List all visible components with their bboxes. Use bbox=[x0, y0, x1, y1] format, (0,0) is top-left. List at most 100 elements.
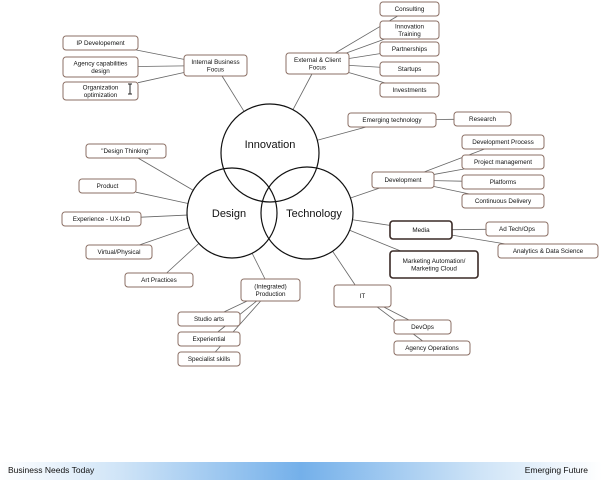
box-label-integrated-production: Production bbox=[255, 291, 286, 298]
connector-external-client-focus-startups bbox=[348, 64, 381, 68]
box-label-agency-operations: Agency Operations bbox=[405, 345, 459, 352]
connector-internal-business-focus-agency-capabilities-design bbox=[137, 65, 185, 67]
box-label-specialist-skills: Specialist skills bbox=[188, 356, 230, 363]
footer-left-label: Business Needs Today bbox=[8, 465, 95, 475]
box-consulting: Consulting bbox=[379, 1, 440, 17]
connector-development-project-management bbox=[433, 168, 465, 175]
box-label-innovation-training: Innovation bbox=[395, 23, 425, 30]
box-label-innovation-training: Training bbox=[398, 31, 421, 38]
circle-technology: Technology bbox=[260, 166, 354, 260]
box-development-process: Development Process bbox=[461, 134, 545, 150]
box-product: Product bbox=[78, 178, 137, 194]
box-label-ip-development: IP Developement bbox=[76, 40, 124, 47]
box-devops: DevOps bbox=[393, 319, 452, 335]
box-design-thinking: "Design Thinking" bbox=[85, 143, 167, 159]
box-label-development: Development bbox=[384, 177, 421, 184]
box-agency-operations: Agency Operations bbox=[393, 340, 471, 356]
box-research: Research bbox=[453, 111, 512, 127]
box-label-integrated-production: (Integrated) bbox=[254, 283, 287, 290]
box-label-it: IT bbox=[360, 293, 366, 300]
box-label-internal-business-focus: Internal Business bbox=[191, 59, 239, 66]
box-ad-tech-ops: Ad Tech/Ops bbox=[485, 221, 549, 237]
connector-art-practices-design bbox=[166, 243, 200, 274]
connector-marketing-automation-technology bbox=[349, 229, 401, 252]
connector-it-devops bbox=[383, 306, 410, 321]
box-label-emerging-technology: Emerging technology bbox=[362, 117, 422, 124]
connector-development-technology bbox=[350, 187, 380, 199]
connector-media-analytics-data-science bbox=[451, 234, 506, 245]
connector-external-client-focus-innovation bbox=[292, 73, 313, 110]
footer-right-label: Emerging Future bbox=[524, 465, 588, 475]
box-label-product: Product bbox=[97, 183, 119, 190]
connector-experience-ux-ixd-design bbox=[140, 214, 188, 218]
box-development: Development bbox=[371, 171, 435, 189]
box-label-internal-business-focus: Focus bbox=[207, 66, 224, 73]
connector-product-design bbox=[135, 191, 189, 204]
box-label-media: Media bbox=[412, 227, 430, 234]
box-label-devops: DevOps bbox=[411, 324, 434, 331]
box-specialist-skills: Specialist skills bbox=[177, 351, 241, 367]
box-investments: Investments bbox=[379, 82, 440, 98]
box-label-experiential: Experiential bbox=[193, 336, 226, 343]
box-label-art-practices: Art Practices bbox=[141, 277, 177, 284]
connector-development-development-process bbox=[423, 148, 485, 173]
box-label-investments: Investments bbox=[393, 87, 427, 94]
box-it: IT bbox=[333, 284, 392, 308]
footer-gradient-bar bbox=[0, 462, 602, 480]
box-label-studio-arts: Studio arts bbox=[194, 316, 224, 323]
box-integrated-production: (Integrated)Production bbox=[240, 278, 301, 302]
box-label-marketing-automation: Marketing Automation/ bbox=[403, 258, 466, 265]
box-emerging-technology: Emerging technology bbox=[347, 112, 437, 128]
connector-development-platforms bbox=[433, 180, 463, 182]
connector-it-technology bbox=[332, 251, 356, 286]
box-platforms: Platforms bbox=[461, 174, 545, 190]
box-label-virtual-physical: Virtual/Physical bbox=[98, 249, 141, 256]
box-label-research: Research bbox=[469, 116, 496, 123]
connector-emerging-technology-innovation bbox=[317, 126, 367, 141]
box-label-marketing-automation: Marketing Cloud bbox=[411, 265, 457, 272]
circle-innovation: Innovation bbox=[220, 103, 320, 203]
box-label-organization-optimization: Organization bbox=[83, 84, 119, 91]
box-label-agency-capabilities-design: Agency capabilities bbox=[74, 60, 128, 67]
connector-internal-business-focus-innovation bbox=[221, 75, 245, 112]
circle-label-innovation: Innovation bbox=[245, 139, 296, 151]
connector-design-thinking-design bbox=[137, 157, 194, 191]
box-continuous-delivery: Continuous Delivery bbox=[461, 193, 545, 209]
box-partnerships: Partnerships bbox=[379, 41, 440, 57]
box-project-management: Project management bbox=[461, 154, 545, 170]
box-label-organization-optimization: optimization bbox=[84, 92, 118, 99]
connector-internal-business-focus-ip-development bbox=[136, 49, 185, 60]
box-label-external-client-focus: Focus bbox=[309, 64, 326, 71]
box-label-design-thinking: "Design Thinking" bbox=[101, 148, 151, 155]
box-label-partnerships: Partnerships bbox=[392, 46, 427, 53]
box-label-experience-ux-ixd: Experience - UX-IxD bbox=[73, 216, 131, 223]
box-label-analytics-data-science: Analytics & Data Science bbox=[513, 248, 584, 255]
connector-external-client-focus-investments bbox=[348, 72, 386, 84]
box-studio-arts: Studio arts bbox=[177, 311, 241, 327]
box-experience-ux-ixd: Experience - UX-IxD bbox=[61, 211, 142, 227]
connector-development-continuous-delivery bbox=[433, 186, 470, 195]
box-art-practices: Art Practices bbox=[124, 272, 194, 288]
circle-label-technology: Technology bbox=[286, 208, 342, 220]
box-analytics-data-science: Analytics & Data Science bbox=[497, 243, 599, 259]
box-media: Media bbox=[389, 220, 453, 240]
box-ip-development: IP Developement bbox=[62, 35, 139, 51]
box-label-external-client-focus: External & Client bbox=[294, 57, 341, 64]
box-startups: Startups bbox=[379, 61, 440, 77]
connector-external-client-focus-innovation-training bbox=[346, 38, 385, 54]
box-label-agency-capabilities-design: design bbox=[91, 68, 110, 75]
box-marketing-automation: Marketing Automation/Marketing Cloud bbox=[389, 250, 479, 279]
connector-media-technology bbox=[352, 219, 391, 226]
connector-virtual-physical-design bbox=[139, 227, 190, 246]
text-cursor-icon bbox=[128, 83, 132, 95]
connector-lines bbox=[135, 15, 506, 353]
box-label-ad-tech-ops: Ad Tech/Ops bbox=[499, 226, 535, 233]
